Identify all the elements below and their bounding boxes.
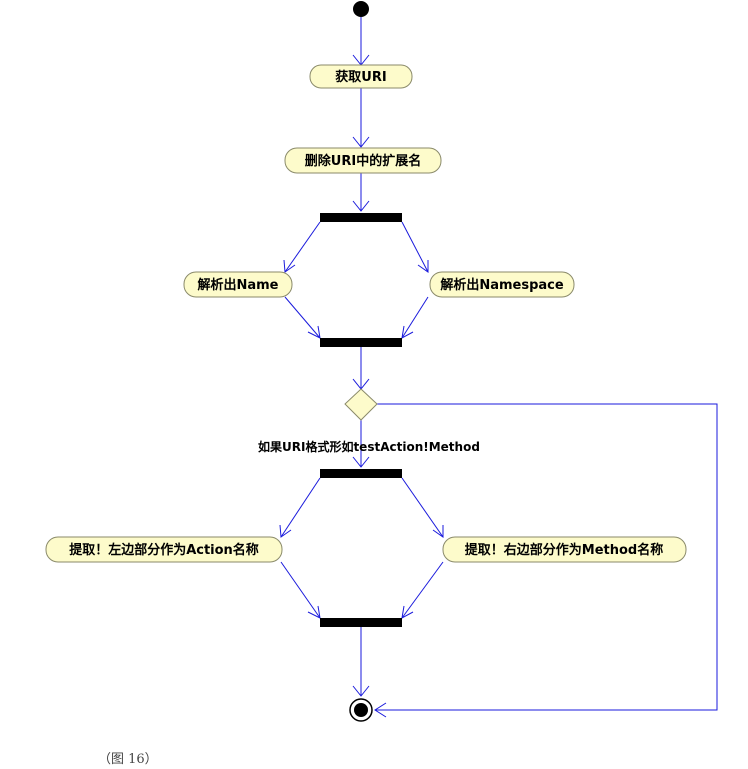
activity-extract-action: 提取！左边部分作为Action名称 xyxy=(45,536,283,563)
flow-extract-method-to-join xyxy=(401,561,444,619)
flow-parse-name-to-join xyxy=(284,296,321,339)
arrowhead xyxy=(417,260,429,273)
activity-shape xyxy=(442,536,687,563)
final-node xyxy=(349,698,373,722)
decision-node xyxy=(344,388,378,421)
arrowhead xyxy=(352,685,370,697)
activity-parse-namespace: 解析出Namespace xyxy=(429,271,575,298)
activity-label: 获取URI xyxy=(335,69,386,85)
activity-parse-name: 解析出Name xyxy=(183,271,293,298)
activity-shape xyxy=(309,64,413,89)
activity-get-uri: 获取URI xyxy=(309,64,413,89)
flows xyxy=(280,17,718,711)
activity-shape xyxy=(45,536,283,563)
activity-shape xyxy=(429,271,575,298)
activity-label: 删除URI中的扩展名 xyxy=(305,153,421,169)
arrowhead xyxy=(279,524,292,538)
activity-delete-extension: 删除URI中的扩展名 xyxy=(284,147,442,174)
arrowhead xyxy=(352,456,370,468)
arrowhead xyxy=(352,200,370,212)
activity-label: 提取！左边部分作为Action名称 xyxy=(69,542,259,558)
activity-label: 提取！右边部分作为Method名称 xyxy=(465,542,663,558)
activity-label: 解析出Namespace xyxy=(439,277,564,293)
activity-extract-method: 提取！右边部分作为Method名称 xyxy=(442,536,687,563)
final-node-dot xyxy=(354,703,368,717)
flow-fork-to-parse-namespace xyxy=(401,221,429,273)
arrowhead xyxy=(374,702,387,718)
arrowhead xyxy=(352,136,370,148)
flow-fork-to-parse-name xyxy=(284,221,321,273)
fork-bar-2 xyxy=(320,469,402,478)
activity-shape xyxy=(284,147,442,174)
fork-bar-1 xyxy=(320,213,402,222)
join-bar-2 xyxy=(320,618,402,627)
flow-extract-action-to-join xyxy=(280,561,321,619)
activity-shape xyxy=(183,271,293,298)
flow-fork-to-extract-action xyxy=(280,477,321,538)
activity-label: 解析出Name xyxy=(196,277,278,293)
initial-node xyxy=(353,1,369,17)
guard-label: 如果URI格式形如testAction!Method xyxy=(258,439,480,454)
arrowhead xyxy=(283,259,296,273)
flow-decision-else-to-final xyxy=(375,403,718,711)
arrowhead xyxy=(432,525,444,538)
join-bar-1 xyxy=(320,338,402,347)
figure-caption: （图 16） xyxy=(98,752,158,767)
flow-parse-namespace-to-join xyxy=(401,296,429,339)
flow-fork-to-extract-method xyxy=(401,477,444,538)
